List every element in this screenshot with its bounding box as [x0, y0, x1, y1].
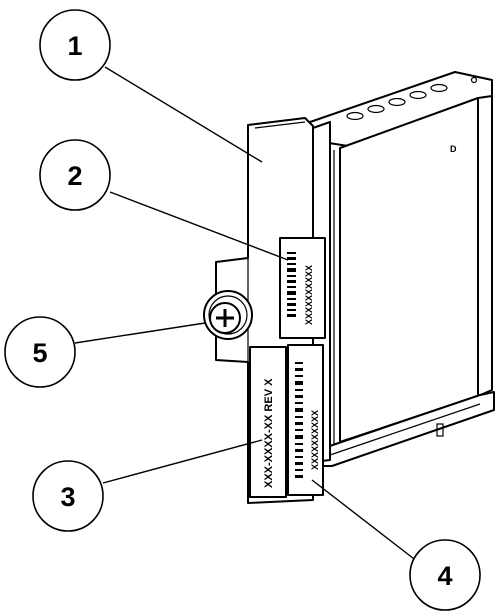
barcode-label-bottom: XXXXXXXXXX: [287, 344, 324, 496]
callout-4-label: 4: [437, 561, 452, 591]
leader-5: [74, 322, 206, 344]
side-mark: D: [450, 144, 457, 154]
callout-4: 4: [409, 539, 481, 611]
barcode-bottom: [295, 362, 303, 478]
captive-screw-icon: [203, 290, 253, 340]
callout-1: 1: [39, 9, 111, 81]
barcode-label-top: XXXXXXXXXX: [279, 237, 326, 339]
callout-2-label: 2: [67, 161, 82, 191]
serial-bottom-text: XXXXXXXXXX: [310, 410, 320, 470]
callout-5: 5: [4, 316, 76, 388]
callout-3: 3: [32, 460, 104, 532]
leader-2: [109, 191, 289, 261]
callout-5-label: 5: [32, 338, 47, 368]
leader-4: [311, 479, 419, 563]
leader-lines: [74, 66, 419, 563]
barcode-top: [287, 252, 296, 317]
callout-1-label: 1: [67, 31, 82, 61]
serial-top-text: XXXXXXXXXX: [304, 265, 314, 325]
leader-1: [104, 66, 263, 163]
callout-2: 2: [39, 139, 111, 211]
module-frame: D: [309, 71, 495, 467]
part-number-label: XXX-XXXX-XX REV X: [249, 346, 287, 498]
leader-3: [102, 439, 263, 484]
callout-3-label: 3: [60, 482, 75, 512]
part-number-text: XXX-XXXX-XX REV X: [263, 378, 275, 488]
